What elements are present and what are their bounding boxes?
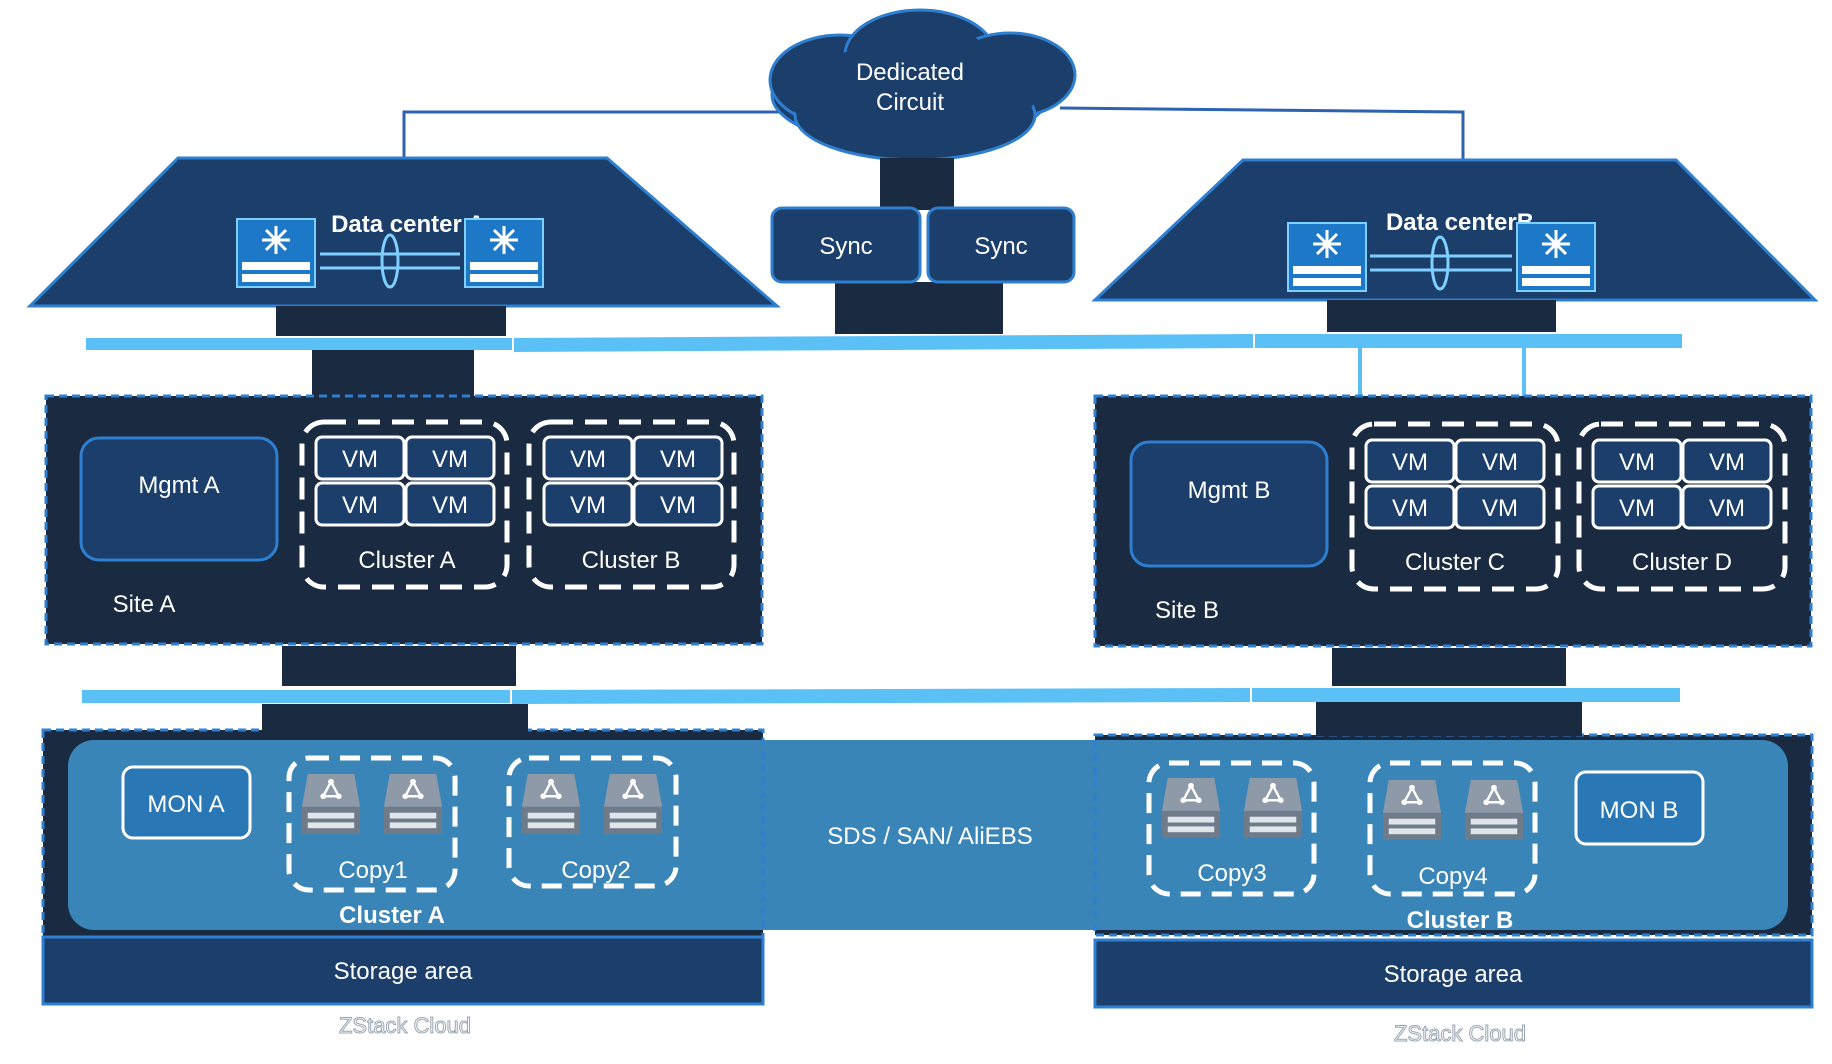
cluster-a-label: Cluster A: [358, 547, 455, 574]
storage-disk-icon: [1381, 778, 1443, 842]
mgmt-a-label: Mgmt A: [138, 472, 219, 499]
circuit-line-right: [1059, 106, 1465, 160]
network-bar-upper-left: [86, 338, 512, 350]
trunk-lower: [835, 282, 1003, 334]
shared-storage-band: [68, 740, 1788, 930]
mon-b-box: [1574, 770, 1705, 846]
datacenter-a: [26, 156, 782, 308]
circuit-line-left: [402, 110, 790, 158]
datacenter-b: [1091, 158, 1819, 302]
vm-label: VM: [1709, 495, 1745, 522]
network-bar-lower-right: [1252, 688, 1680, 702]
copy2-group: [506, 755, 679, 889]
vm-label: VM: [570, 446, 606, 473]
storage-disk-icon: [520, 772, 582, 836]
vm-label: VM: [660, 446, 696, 473]
vm-label: VM: [342, 492, 378, 519]
cluster-d-label: Cluster D: [1632, 549, 1732, 576]
vm-label: VM: [1392, 449, 1428, 476]
cluster-b: [526, 419, 737, 590]
cloud-label-line1: Dedicated: [856, 59, 964, 86]
storage-cluster-b-label: Cluster B: [1407, 907, 1514, 934]
brand-watermark-right: ZStack Cloud: [1394, 1021, 1526, 1046]
sync-label-right: Sync: [974, 233, 1027, 260]
sync-box-left: [770, 206, 922, 284]
storage-disk-icon: [1463, 778, 1525, 842]
network-bar-upper-right: [1255, 334, 1682, 348]
link-aggregation-icon: [380, 233, 400, 289]
copy4-group: [1367, 760, 1538, 897]
sync-box-right: [926, 206, 1076, 284]
mon-b-label: MON B: [1600, 797, 1679, 824]
storage-disk-icon: [300, 772, 362, 836]
mgmt-b-label: Mgmt B: [1188, 477, 1271, 504]
cluster-c: [1349, 421, 1561, 592]
vm-label: VM: [1709, 449, 1745, 476]
vm-grid: [314, 435, 1773, 530]
storage-area-right: [1093, 938, 1814, 1009]
datacenter-b-title: Data centerB: [1386, 209, 1534, 236]
vm-label: VM: [660, 492, 696, 519]
copy3-label: Copy3: [1197, 860, 1266, 887]
vm-label: VM: [342, 446, 378, 473]
vm-label: VM: [1392, 495, 1428, 522]
link-aggregation-icon: [1430, 235, 1450, 291]
copy3-group: [1146, 760, 1317, 897]
storage-disk-icon: [1242, 776, 1304, 840]
copy4-label: Copy4: [1418, 863, 1487, 890]
vm-label: VM: [570, 492, 606, 519]
brand-watermark-left: ZStack Cloud: [339, 1013, 471, 1038]
mgmt-b-box: [1129, 440, 1329, 568]
site-b-label: Site B: [1155, 597, 1219, 624]
network-switch-icon: [1516, 222, 1596, 292]
vm-label: VM: [432, 446, 468, 473]
storage-center-label: SDS / SAN/ AliEBS: [827, 823, 1032, 850]
mon-a-label: MON A: [147, 791, 224, 818]
cluster-d: [1576, 421, 1788, 592]
network-switch-icon: [1287, 222, 1367, 292]
network-bar-lower-left: [82, 690, 510, 703]
copy1-group: [286, 755, 458, 893]
vm-label: VM: [432, 492, 468, 519]
storage-disk-icon: [602, 772, 664, 836]
vm-label: VM: [1482, 495, 1518, 522]
mgmt-a-box: [79, 436, 279, 562]
copy1-label: Copy1: [338, 857, 407, 884]
network-switch-icon: [464, 218, 544, 288]
cluster-a: [299, 419, 510, 590]
trunk-upper: [880, 158, 954, 210]
sync-label-left: Sync: [819, 233, 872, 260]
site-a-label: Site A: [113, 591, 176, 618]
network-bar-lower-middle: [512, 688, 1250, 704]
vm-label: VM: [1482, 449, 1518, 476]
storage-disk-icon: [382, 772, 444, 836]
copy2-label: Copy2: [561, 857, 630, 884]
cluster-c-label: Cluster C: [1405, 549, 1505, 576]
storage-cluster-a-label: Cluster A: [339, 902, 445, 929]
network-switch-icon: [236, 218, 316, 288]
cluster-b-label: Cluster B: [582, 547, 681, 574]
cloud-label-line2: Circuit: [876, 89, 944, 116]
dedicated-circuit-cloud: [768, 8, 1077, 162]
vm-label: VM: [1619, 495, 1655, 522]
storage-area-left-label: Storage area: [334, 958, 473, 985]
mon-a-box: [121, 765, 252, 840]
storage-area-left: [41, 935, 765, 1006]
storage-area-right-label: Storage area: [1384, 961, 1523, 988]
storage-disk-icon: [1160, 776, 1222, 840]
vm-label: VM: [1619, 449, 1655, 476]
datacenter-a-title: Data center A: [331, 211, 485, 238]
network-bar-upper-middle: [514, 334, 1253, 352]
